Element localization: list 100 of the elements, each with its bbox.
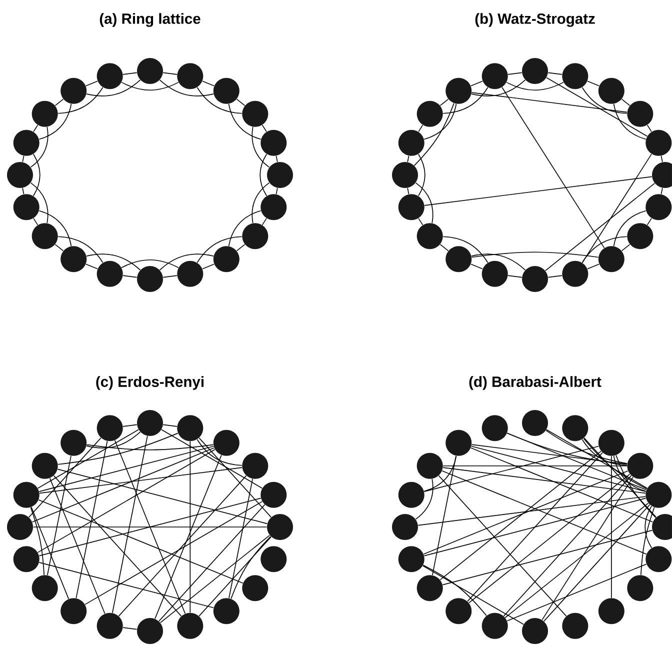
network-edge	[32, 526, 268, 528]
network-edge	[548, 72, 562, 75]
network-node	[32, 575, 58, 602]
network-node	[60, 598, 87, 624]
network-node	[260, 194, 287, 220]
network-edge	[442, 465, 628, 466]
network-edge	[252, 182, 270, 224]
network-edge	[121, 82, 179, 91]
network-edge	[542, 476, 634, 620]
network-node	[652, 162, 672, 188]
network-edge	[38, 104, 72, 140]
network-edge	[424, 498, 646, 556]
network-edge	[190, 440, 191, 614]
network-node	[446, 598, 472, 624]
network-edge	[260, 154, 268, 196]
network-edge	[506, 432, 647, 490]
network-edge	[196, 236, 242, 264]
network-node	[646, 482, 672, 508]
network-edge	[468, 474, 630, 604]
network-node	[96, 612, 123, 639]
network-edge	[440, 98, 449, 106]
network-edge	[471, 92, 628, 113]
network-edge	[414, 102, 454, 166]
network-node	[137, 410, 163, 436]
network-node	[398, 482, 424, 508]
network-edge	[76, 440, 108, 599]
network-edge	[544, 504, 650, 622]
network-node	[446, 246, 472, 272]
network-edge	[32, 447, 215, 522]
network-node	[416, 223, 443, 250]
network-edge	[54, 244, 64, 252]
network-edge	[438, 475, 567, 617]
network-node	[96, 260, 123, 287]
network-node	[392, 162, 418, 188]
network-node	[32, 452, 58, 479]
network-edge	[470, 264, 483, 270]
network-edge	[621, 98, 630, 106]
network-edge	[660, 155, 663, 162]
network-node	[242, 452, 268, 479]
network-node	[482, 260, 508, 287]
network-edge	[470, 80, 483, 86]
network-node	[652, 514, 672, 540]
network-edge	[616, 454, 656, 518]
network-edge	[584, 437, 656, 518]
network-node	[482, 612, 508, 639]
network-edge	[162, 72, 178, 75]
network-node	[13, 194, 40, 220]
network-edge	[202, 80, 215, 86]
network-edge	[162, 275, 178, 278]
network-node	[392, 514, 418, 540]
network-node	[32, 100, 58, 127]
network-edge	[58, 432, 178, 465]
network-edge	[198, 437, 272, 518]
network-edge	[415, 478, 434, 520]
network-edge	[161, 429, 263, 489]
network-edge	[407, 188, 410, 195]
network-edge	[442, 530, 653, 586]
network-edge	[154, 454, 222, 620]
network-edge	[38, 562, 214, 608]
network-edge	[39, 467, 242, 494]
network-edge	[122, 424, 138, 427]
network-edge	[442, 470, 647, 555]
network-edge	[415, 182, 434, 224]
network-edge	[423, 470, 628, 555]
network-node	[598, 598, 624, 624]
network-edge	[582, 438, 628, 466]
network-node	[32, 223, 58, 250]
network-edge	[508, 275, 522, 278]
network-edge	[646, 124, 652, 132]
network-edge	[85, 80, 98, 86]
network-edge	[38, 446, 214, 492]
network-edge	[640, 507, 655, 576]
network-edge	[122, 72, 138, 75]
network-node	[446, 430, 472, 456]
network-edge	[196, 86, 242, 114]
network-edge	[262, 218, 267, 226]
network-edge	[407, 155, 410, 162]
network-edge	[86, 432, 141, 448]
network-edge	[196, 438, 242, 466]
network-edge	[418, 154, 426, 196]
network-node	[137, 266, 163, 292]
network-edge	[202, 264, 215, 270]
network-node	[562, 260, 588, 287]
network-edge	[508, 72, 522, 75]
network-edge	[28, 437, 102, 518]
network-edge	[424, 176, 652, 206]
network-edge	[262, 124, 267, 132]
network-edge	[646, 218, 652, 226]
network-edge	[198, 536, 272, 617]
network-edge	[587, 264, 600, 270]
network-edge	[86, 80, 141, 96]
network-edge	[660, 188, 663, 195]
network-edge	[230, 536, 272, 600]
network-edge	[276, 188, 278, 195]
network-edge	[33, 218, 38, 226]
network-edge	[252, 126, 270, 168]
network-edge	[546, 429, 648, 489]
network-node	[13, 546, 40, 572]
panel-title: (d) Barabasi-Albert	[469, 376, 602, 390]
network-edge	[22, 155, 24, 162]
